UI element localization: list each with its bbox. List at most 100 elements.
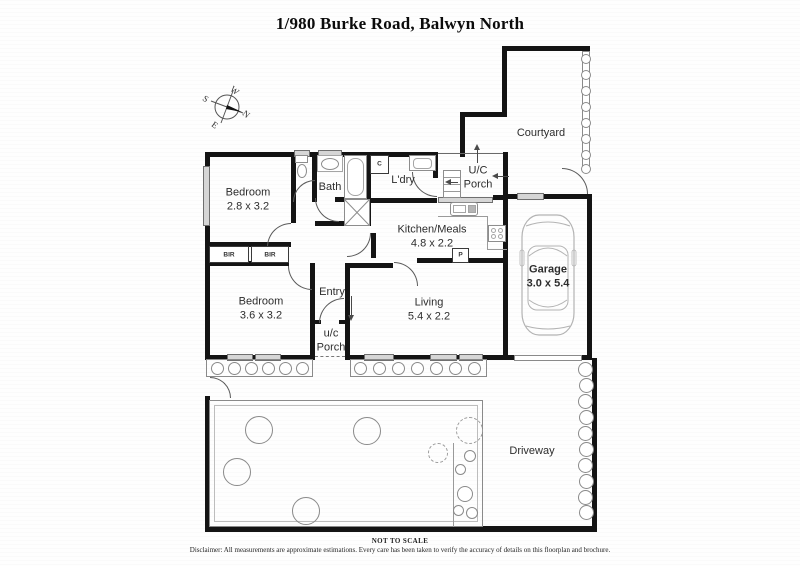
wall	[503, 194, 592, 199]
hedge-shrub	[579, 505, 594, 520]
not-to-scale-note: NOT TO SCALE	[371, 537, 429, 545]
wall	[345, 263, 350, 360]
cooktop-icon	[488, 225, 506, 242]
porch-side-arrow	[497, 176, 509, 177]
fence-post	[581, 134, 591, 144]
shrub	[457, 486, 473, 502]
shrub	[211, 362, 224, 375]
garden-bed	[206, 359, 313, 377]
porch-entry-arrow	[477, 149, 478, 163]
door-arc	[288, 266, 312, 290]
bir-label: BIR	[264, 251, 276, 259]
garden-bed	[350, 359, 487, 377]
courtyard-wall	[502, 46, 507, 117]
step-line	[444, 177, 460, 178]
arrow-down-icon	[348, 315, 354, 321]
boundary-wall	[205, 396, 210, 532]
shrub	[411, 362, 424, 375]
entry-arrow	[351, 296, 352, 316]
kitchen-bench-edge	[438, 216, 488, 217]
hedge-shrub	[578, 490, 593, 505]
shrub	[296, 362, 309, 375]
fence-post	[581, 86, 591, 96]
toilet-bowl-icon	[297, 164, 307, 178]
hedge-shrub	[579, 474, 594, 489]
window	[459, 354, 483, 361]
fence-post	[581, 70, 591, 80]
kitchen-bench-edge	[487, 249, 507, 250]
laundry-door-arc	[412, 172, 437, 197]
porch-edge-line	[438, 153, 503, 154]
cooktop-burner	[491, 228, 496, 233]
shrub	[466, 507, 478, 519]
compass-e: E	[210, 119, 221, 131]
courtyard-wall	[460, 112, 507, 117]
arrow-left-icon	[445, 179, 451, 185]
lawn-border	[209, 400, 483, 527]
fence-post	[581, 54, 591, 64]
wall	[315, 221, 347, 226]
cooktop-burner	[491, 234, 496, 239]
wall	[493, 195, 505, 200]
cupboard	[370, 155, 389, 174]
kitchen-bench-edge	[487, 216, 488, 250]
boundary-wall	[592, 358, 597, 532]
window	[203, 166, 210, 226]
shrub	[392, 362, 405, 375]
courtyard-wall	[460, 112, 465, 157]
lawn-border-inner	[214, 405, 478, 522]
hedge-shrub	[578, 362, 593, 377]
fence-post	[581, 102, 591, 112]
door-arc	[394, 262, 418, 286]
door-arc	[267, 223, 291, 247]
wall	[366, 198, 437, 203]
shrub	[449, 362, 462, 375]
wall	[205, 261, 289, 266]
shrub	[228, 362, 241, 375]
room-label-driveway: Driveway	[509, 445, 555, 458]
shrub	[430, 362, 443, 375]
room-label-entry: Entry	[319, 286, 345, 299]
garden-divider	[453, 443, 454, 527]
kitchen-sink-bowl	[453, 205, 466, 213]
door-arc	[315, 198, 339, 222]
room-label-laundry: L'dry	[391, 174, 415, 187]
wall	[315, 320, 321, 324]
wall	[205, 152, 210, 360]
wall	[310, 263, 315, 360]
wall	[312, 152, 317, 202]
door-arc	[293, 180, 315, 202]
disclaimer-text: Disclaimer: All measurements are approxi…	[189, 546, 611, 554]
wall	[205, 242, 291, 247]
cupboard-label: C	[377, 160, 382, 168]
compass-s: S	[201, 93, 211, 104]
window	[255, 354, 281, 361]
kitchen-sink-drainer	[468, 205, 476, 213]
shrub	[464, 450, 476, 462]
garage-door	[514, 355, 582, 361]
bir-closet	[251, 246, 289, 263]
step-line	[444, 191, 460, 192]
basin-icon	[321, 158, 339, 170]
arrow-up-icon	[474, 144, 480, 150]
tree	[456, 417, 483, 444]
room-label-bath: Bath	[318, 181, 342, 194]
steps-arrow	[449, 182, 458, 183]
shrub	[279, 362, 292, 375]
wall	[587, 194, 592, 360]
bir-label: BIR	[223, 251, 235, 259]
hedge-shrub	[579, 410, 594, 425]
hedge-shrub	[579, 442, 594, 457]
hedge-shrub	[578, 426, 593, 441]
boundary-wall	[205, 526, 597, 532]
window	[517, 193, 544, 200]
compass-needle	[226, 105, 242, 112]
hedge-shrub	[579, 378, 594, 393]
cooktop-burner	[498, 234, 503, 239]
window	[430, 354, 457, 361]
